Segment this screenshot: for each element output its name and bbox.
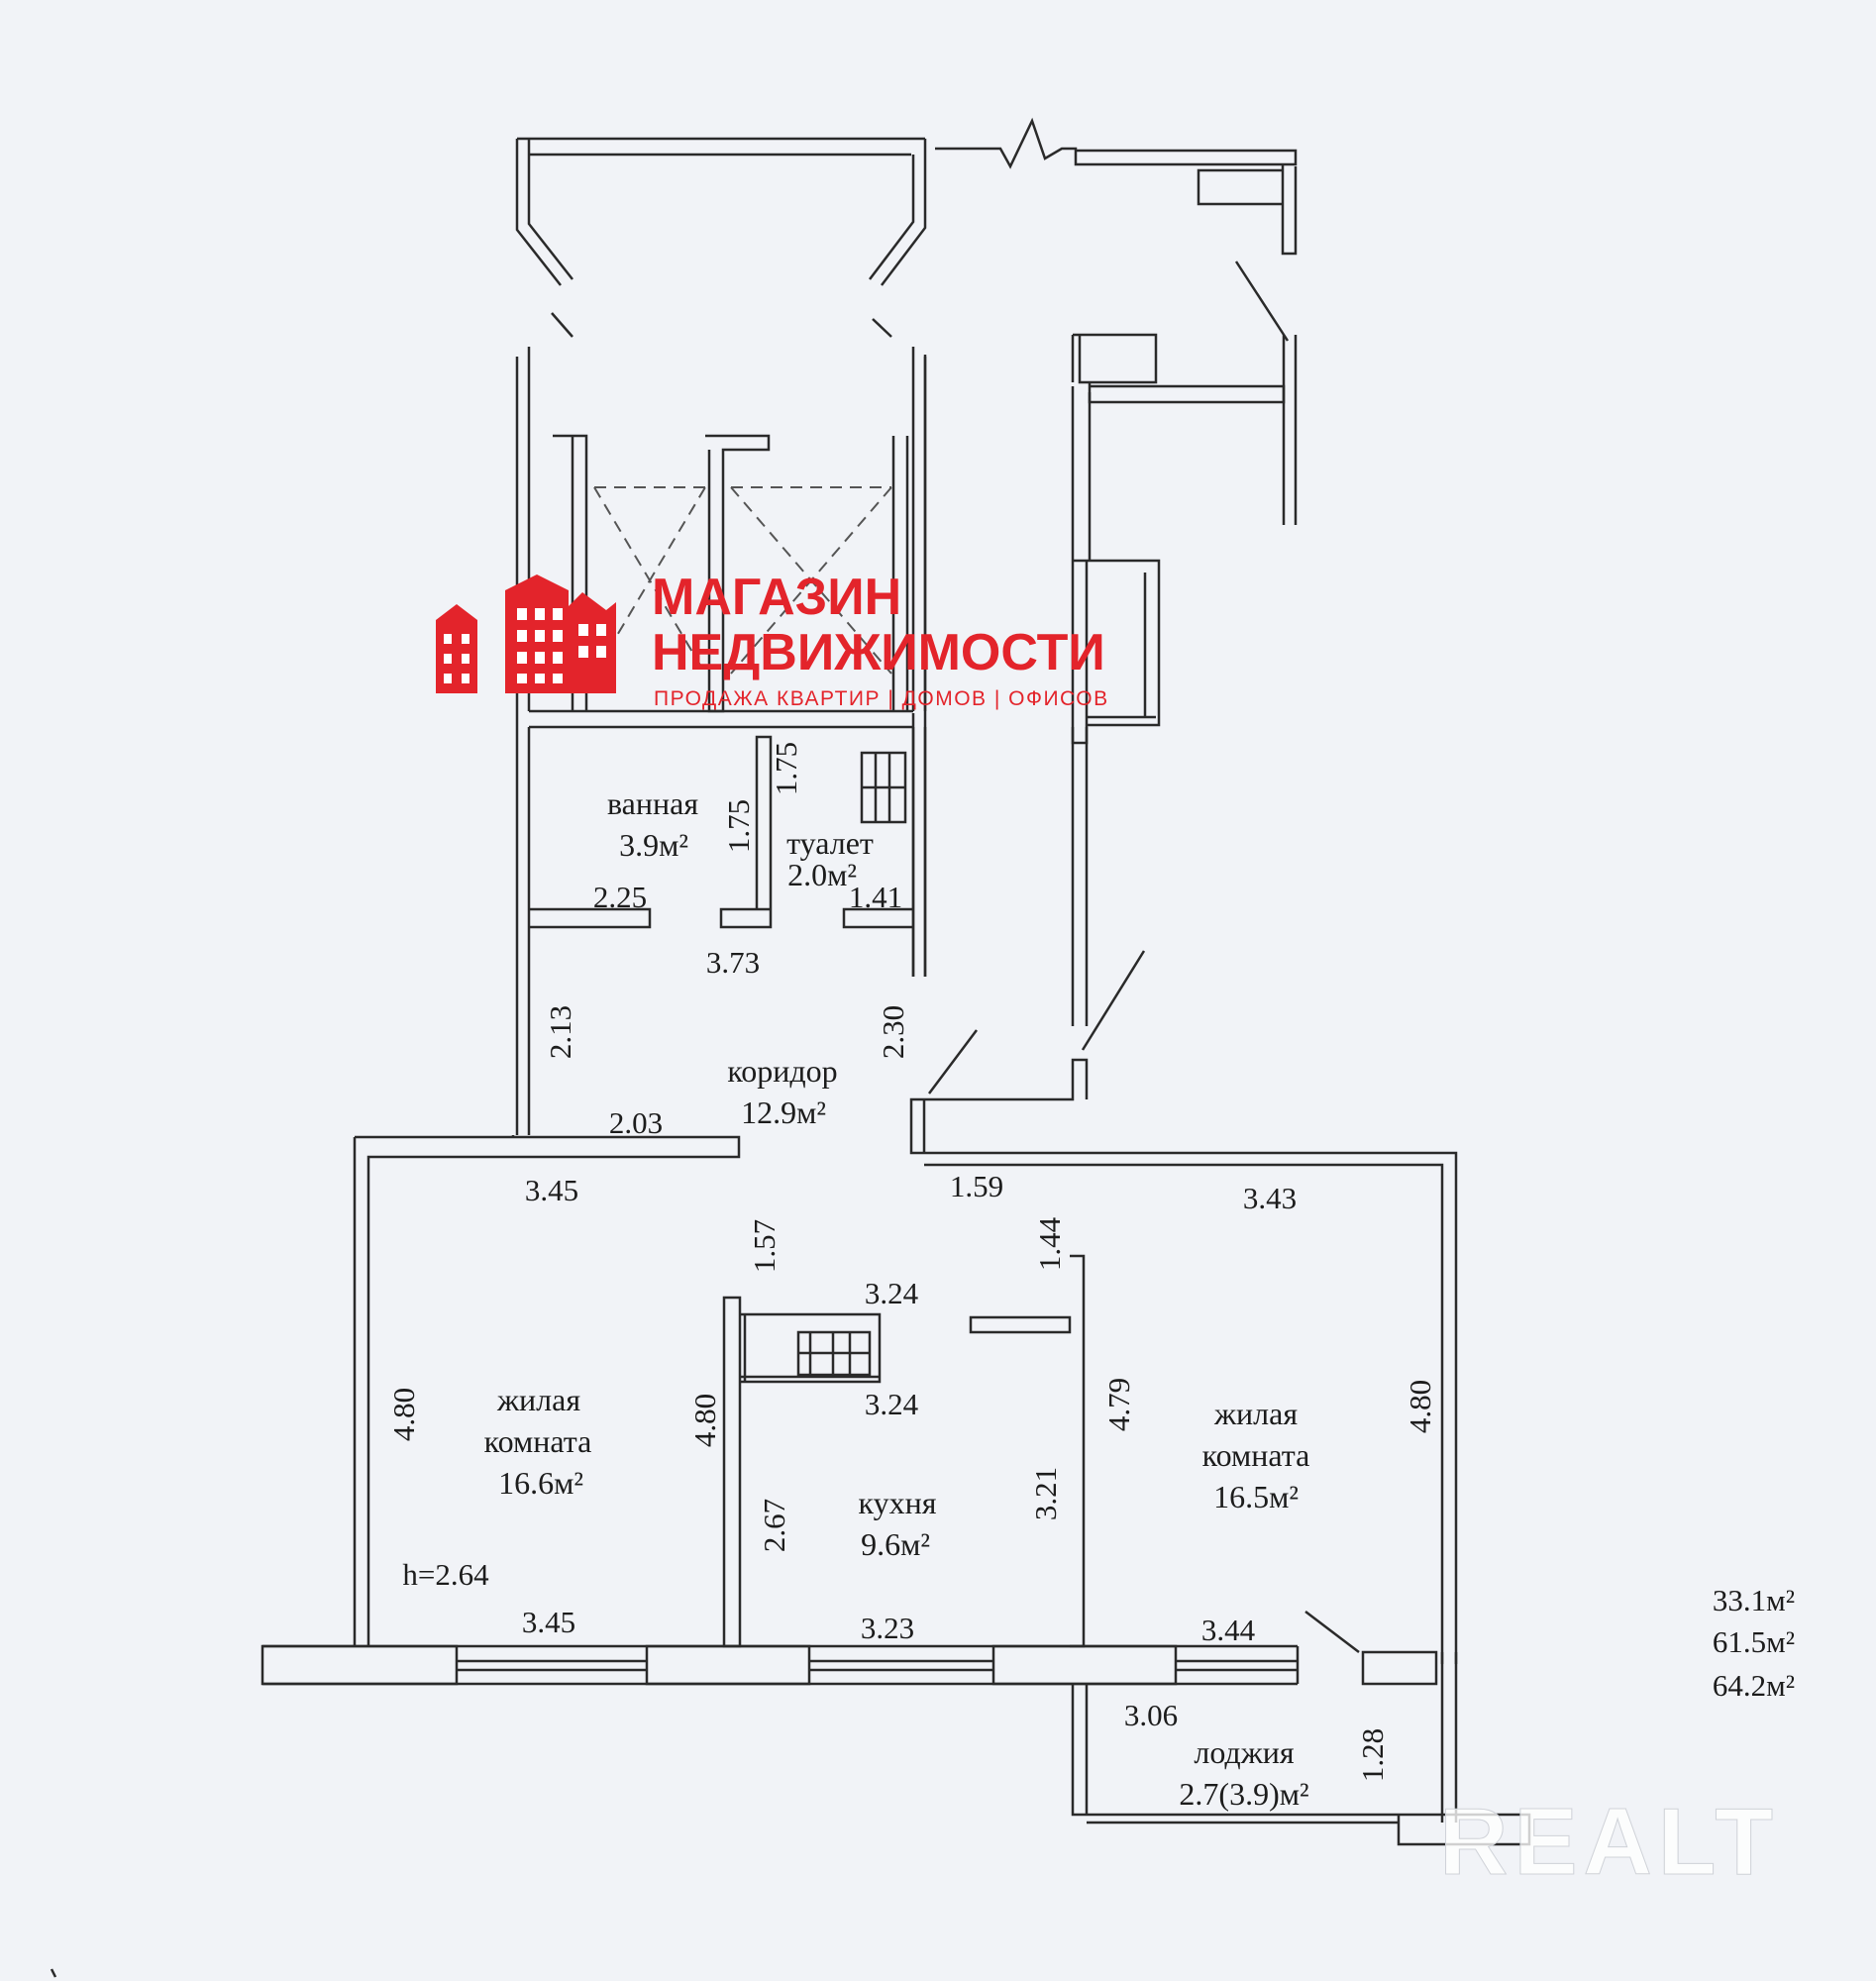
corridor-name: коридор [727,1053,837,1089]
dim-right-room-inner-height: 4.79 [1101,1378,1136,1431]
bathroom-area: 3.9м² [619,827,688,863]
dim-right-room-height: 4.80 [1403,1380,1437,1433]
living-left-name-1: жилая [496,1382,580,1417]
dim-kitchen-bottom: 3.23 [861,1611,914,1645]
total-living-area: 33.1м² [1713,1583,1795,1617]
dim-corridor-bottom-width: 2.03 [609,1105,663,1140]
dim-kitchen-left-height-2: 2.67 [757,1499,791,1552]
area-totals: 33.1м² 61.5м² 64.2м² [1713,1583,1795,1703]
loggia-name: лоджия [1194,1734,1295,1770]
dim-ceiling-height: h=2.64 [402,1557,489,1592]
dim-kitchen-door-height: 1.57 [747,1219,782,1273]
dim-corridor-top-width: 3.73 [706,945,760,980]
dim-left-room-bottom: 3.45 [522,1605,575,1639]
dim-toilet-height: 1.75 [769,742,803,795]
building-logo-icon [436,574,616,693]
living-left-area: 16.6м² [498,1465,583,1501]
dim-kitchen-left-height: 4.80 [687,1394,722,1447]
logo-title-line2: НЕДВИЖИМОСТИ [652,624,1105,681]
living-right-area: 16.5м² [1213,1479,1299,1514]
dimension-labels-vertical: 1.75 1.75 2.13 2.30 1.57 1.44 4.80 4.80 … [386,742,1437,1782]
dim-kitchen-right-height: 3.21 [1028,1467,1063,1520]
room-labels: ванная 3.9м² туалет 2.0м² коридор 12.9м²… [484,785,1310,1812]
realt-watermark: REALT [1439,1789,1779,1895]
logo-title-line1: МАГАЗИН [652,569,901,626]
dim-right-room-bottom: 3.44 [1201,1613,1256,1647]
dim-bath-height: 1.75 [721,799,756,853]
elevator-shafts [553,434,909,713]
kitchen-area: 9.6м² [861,1526,930,1562]
living-right-name-1: жилая [1213,1396,1298,1431]
dimension-labels: 2.25 1.41 3.73 2.03 3.45 1.59 3.43 3.24 … [402,880,1297,1732]
brand-logo: МАГАЗИН НЕДВИЖИМОСТИ ПРОДАЖА КВАРТИР | Д… [436,569,1109,710]
dim-kitchen-mid-width: 3.24 [865,1387,919,1421]
loggia-area: 2.7(3.9)м² [1179,1776,1308,1812]
dim-bath-width: 2.25 [593,880,647,914]
dim-corridor-right-height: 2.30 [876,1005,910,1059]
dim-kitchen-top-width: 3.24 [865,1276,919,1310]
dim-loggia-height: 1.28 [1355,1728,1390,1782]
total-area: 64.2м² [1713,1668,1795,1703]
dim-loggia-width: 3.06 [1124,1698,1178,1732]
kitchen-name: кухня [859,1485,937,1520]
dim-left-room-top: 3.45 [525,1173,578,1207]
dim-entry-width: 1.59 [950,1169,1003,1203]
dim-corridor-left-height: 2.13 [543,1005,577,1059]
elevator-crosses [593,486,892,675]
corridor-area: 12.9м² [741,1095,826,1130]
logo-tagline: ПРОДАЖА КВАРТИР | ДОМОВ | ОФИСОВ [654,687,1109,710]
bathroom-name: ванная [607,785,698,821]
dim-left-room-height: 4.80 [386,1388,421,1441]
total-usable-area: 61.5м² [1713,1624,1795,1659]
toilet-name: туалет [786,825,874,861]
dim-toilet-width: 1.41 [849,880,902,914]
toilet-area: 2.0м² [787,857,857,892]
living-right-name-2: комната [1202,1437,1310,1473]
walls [50,117,1531,1978]
living-left-name-2: комната [484,1423,592,1459]
dim-right-room-top: 3.43 [1243,1181,1297,1215]
dim-right-door-height: 1.44 [1032,1216,1067,1271]
